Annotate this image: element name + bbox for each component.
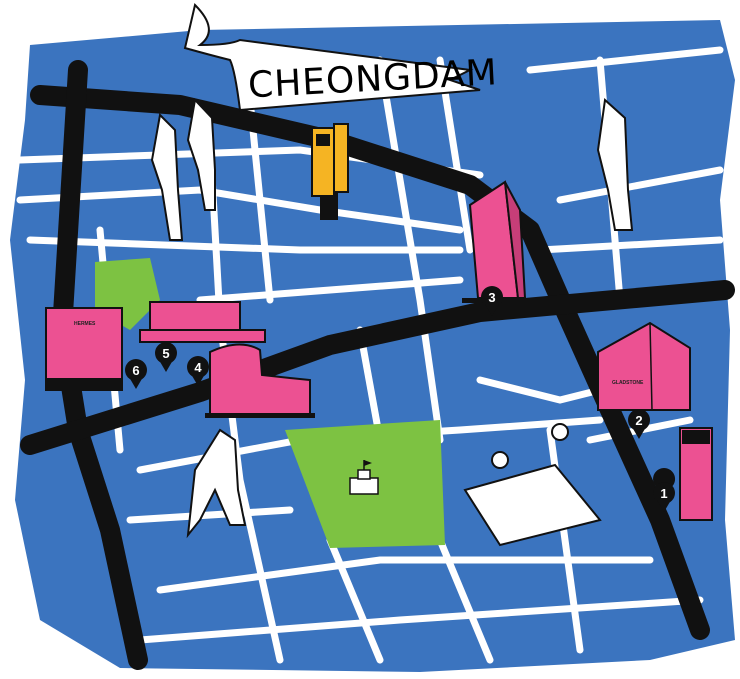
building-5: [139, 301, 266, 343]
school-icon: [349, 460, 379, 495]
marker-6[interactable]: 6: [125, 359, 147, 389]
marker-1[interactable]: 1: [653, 468, 676, 512]
marker-2[interactable]: 2: [628, 409, 650, 439]
marker-number: 5: [162, 346, 169, 361]
subway-icon: [316, 134, 330, 146]
building-label: HERMES: [74, 321, 96, 327]
title-banner: CHEONGDAM: [183, 3, 499, 112]
building-label: GLADSTONE: [612, 380, 644, 386]
building-hermes: HERMES: [45, 307, 123, 391]
marker-number: 6: [132, 363, 139, 378]
people-illustrations: [150, 97, 634, 547]
marker-number: 1: [660, 486, 667, 501]
marker-4[interactable]: 4: [187, 356, 209, 386]
marker-5[interactable]: 5: [155, 342, 177, 372]
marker-3[interactable]: 3: [481, 286, 503, 316]
subway-station-sign: [311, 123, 349, 220]
building-1: [679, 427, 713, 521]
building-gladstone: GLADSTONE: [597, 321, 691, 411]
building-4-art-center: [205, 343, 315, 418]
marker-number: 4: [194, 360, 202, 375]
marker-number: 2: [635, 413, 642, 428]
marker-number: 3: [488, 290, 495, 305]
